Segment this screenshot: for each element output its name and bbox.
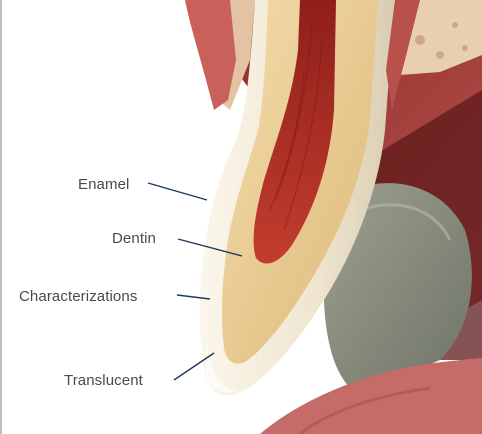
dentin-label: Dentin xyxy=(112,230,156,247)
gingiva-front xyxy=(185,0,236,110)
characterizations-label: Characterizations xyxy=(19,288,137,305)
enamel-leader-line xyxy=(148,183,207,200)
enamel-label: Enamel xyxy=(78,176,129,193)
translucent-label: Translucent xyxy=(64,372,143,389)
